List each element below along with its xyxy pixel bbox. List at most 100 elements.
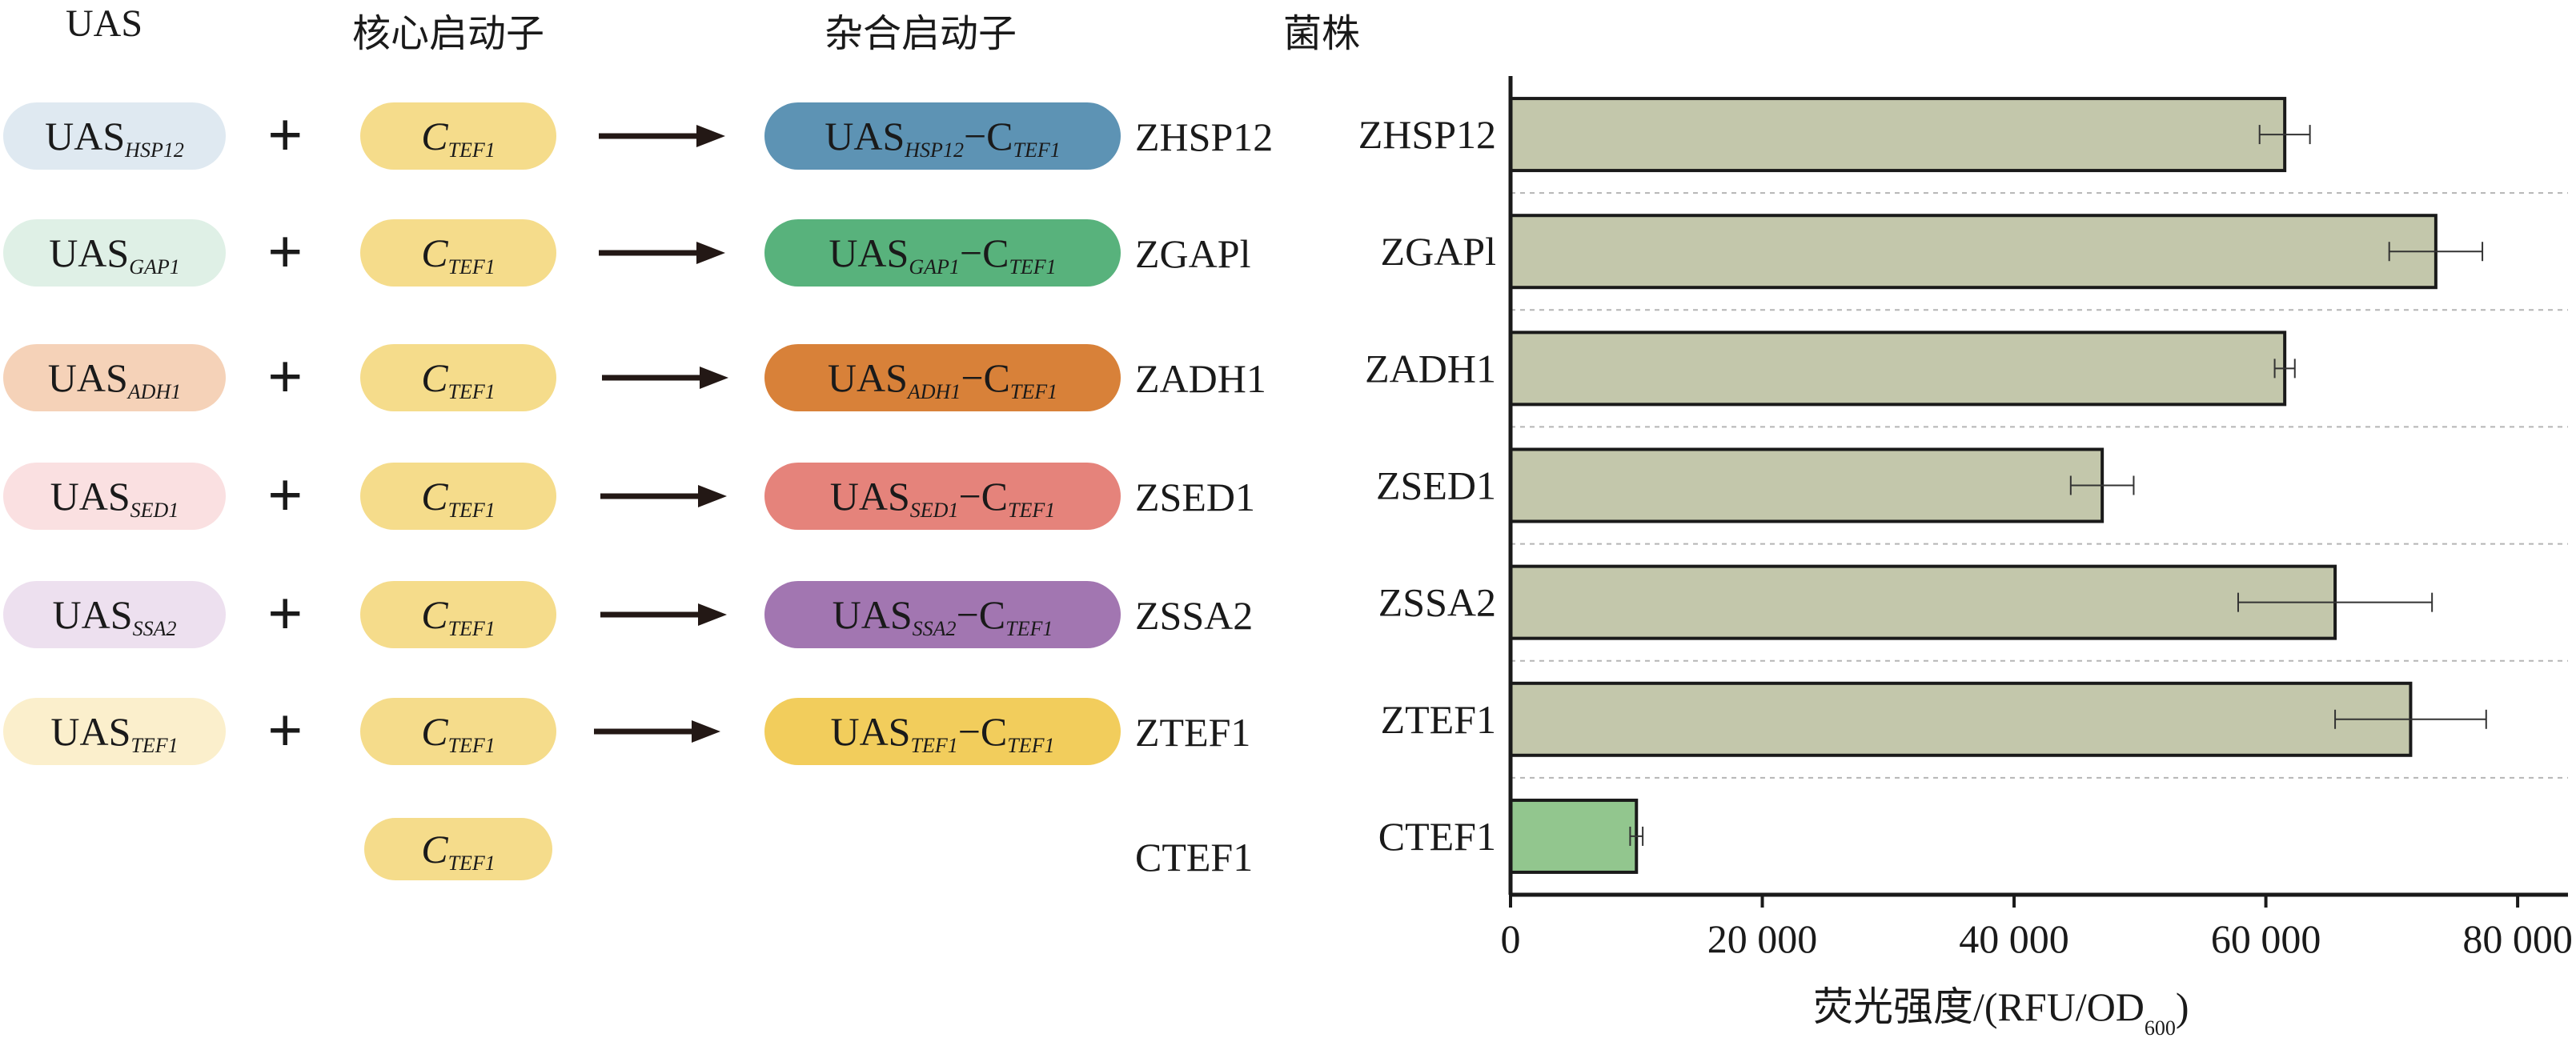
core-promoter-sub: TEF1 bbox=[447, 617, 496, 640]
bar bbox=[1509, 564, 2337, 640]
arrow-right-icon bbox=[594, 720, 720, 743]
plus-icon: + bbox=[267, 342, 303, 411]
header-uas: UAS bbox=[66, 2, 143, 45]
uas-sub: TEF1 bbox=[130, 734, 179, 757]
hybrid-joiner: −C bbox=[961, 355, 1010, 400]
core-promoter-sub: TEF1 bbox=[447, 255, 496, 279]
strain-label: ZSED1 bbox=[1135, 475, 1255, 519]
strain-label: ZADH1 bbox=[1135, 356, 1266, 401]
core-promoter-label: C bbox=[421, 355, 448, 400]
bar bbox=[1509, 681, 2413, 757]
hybrid-core-sub: TEF1 bbox=[1009, 380, 1058, 403]
arrow-right-icon bbox=[600, 485, 727, 507]
hybrid-uas-label: UAS bbox=[832, 592, 913, 637]
arrow-right-icon bbox=[600, 603, 727, 626]
core-promoter-label: C bbox=[421, 474, 448, 519]
y-tick-label: ZTEF1 bbox=[1381, 697, 1496, 742]
plus-icon: + bbox=[267, 579, 303, 648]
y-tick-label: ZSSA2 bbox=[1378, 580, 1496, 625]
uas-label: UAS bbox=[50, 709, 131, 754]
arrow-right-icon bbox=[599, 242, 725, 264]
hybrid-core-sub: TEF1 bbox=[1007, 734, 1055, 757]
arrow-right-icon bbox=[602, 367, 728, 389]
uas-label: UAS bbox=[49, 230, 130, 275]
hybrid-uas-sub: HSP12 bbox=[905, 138, 964, 162]
x-tick-label: 20 000 bbox=[1707, 916, 1818, 961]
core-promoter-label: C bbox=[421, 230, 448, 275]
core-promoter-label: C bbox=[421, 827, 448, 872]
bar bbox=[1509, 798, 1639, 874]
bar bbox=[1509, 97, 2287, 173]
uas-label: UAS bbox=[52, 592, 133, 637]
y-tick-label: ZSED1 bbox=[1376, 463, 1496, 508]
uas-sub: HSP12 bbox=[125, 138, 184, 162]
hybrid-core-sub: TEF1 bbox=[1013, 138, 1061, 162]
hybrid-uas-sub: ADH1 bbox=[907, 380, 961, 403]
hybrid-core-sub: TEF1 bbox=[1005, 617, 1053, 640]
hybrid-uas-sub: TEF1 bbox=[910, 734, 958, 757]
hybrid-uas-label: UAS bbox=[829, 230, 909, 275]
plus-icon: + bbox=[267, 695, 303, 765]
hybrid-core-sub: TEF1 bbox=[1008, 499, 1056, 522]
uas-sub: SSA2 bbox=[132, 617, 177, 640]
uas-label: UAS bbox=[50, 474, 130, 519]
plus-icon: + bbox=[267, 100, 303, 170]
x-axis-label-end: ) bbox=[2175, 984, 2189, 1029]
strain-label: ZHSP12 bbox=[1135, 114, 1274, 159]
hybrid-uas-label: UAS bbox=[825, 114, 905, 158]
uas-sub: SED1 bbox=[130, 499, 179, 522]
strain-label: ZGAPl bbox=[1135, 231, 1251, 276]
x-tick-label: 0 bbox=[1501, 916, 1521, 961]
hybrid-joiner: −C bbox=[957, 709, 1008, 754]
hybrid-uas-sub: SED1 bbox=[909, 499, 959, 522]
bar bbox=[1509, 214, 2438, 290]
hybrid-core-sub: TEF1 bbox=[1009, 255, 1057, 279]
x-tick-label: 40 000 bbox=[1959, 916, 2069, 961]
header-hybrid-promoter: 杂合启动子 bbox=[825, 13, 1017, 55]
y-tick-label: ZHSP12 bbox=[1358, 112, 1496, 157]
hybrid-uas-sub: GAP1 bbox=[909, 255, 960, 279]
x-tick-label: 60 000 bbox=[2211, 916, 2321, 961]
hybrid-joiner: −C bbox=[963, 114, 1013, 158]
core-promoter-label: C bbox=[421, 709, 448, 754]
y-tick-label: ZADH1 bbox=[1365, 346, 1496, 391]
hybrid-joiner: −C bbox=[956, 592, 1006, 637]
bar bbox=[1509, 331, 2287, 407]
header-strain: 菌株 bbox=[1283, 13, 1361, 55]
x-axis-label-main: 荧光强度/(RFU/OD bbox=[1813, 984, 2145, 1029]
y-tick-label: ZGAPl bbox=[1381, 229, 1496, 274]
hybrid-uas-sub: SSA2 bbox=[912, 617, 957, 640]
x-tick-label: 80 000 bbox=[2462, 916, 2573, 961]
uas-sub: ADH1 bbox=[127, 380, 182, 403]
core-promoter-label: C bbox=[421, 114, 448, 158]
core-promoter-sub: TEF1 bbox=[447, 138, 496, 162]
arrow-right-icon bbox=[599, 125, 725, 147]
header-core-promoter: 核心启动子 bbox=[352, 13, 545, 55]
x-axis-label-sub: 600 bbox=[2144, 1016, 2176, 1040]
uas-label: UAS bbox=[47, 355, 128, 400]
x-axis-label: 荧光强度/(RFU/OD600) bbox=[1813, 975, 2189, 1040]
hybrid-joiner: −C bbox=[959, 230, 1009, 275]
y-tick-label: CTEF1 bbox=[1378, 814, 1496, 859]
uas-label: UAS bbox=[45, 114, 126, 158]
hybrid-uas-label: UAS bbox=[830, 709, 911, 754]
core-promoter-label: C bbox=[421, 592, 448, 637]
plus-icon: + bbox=[267, 217, 303, 287]
hybrid-uas-label: UAS bbox=[829, 474, 910, 519]
